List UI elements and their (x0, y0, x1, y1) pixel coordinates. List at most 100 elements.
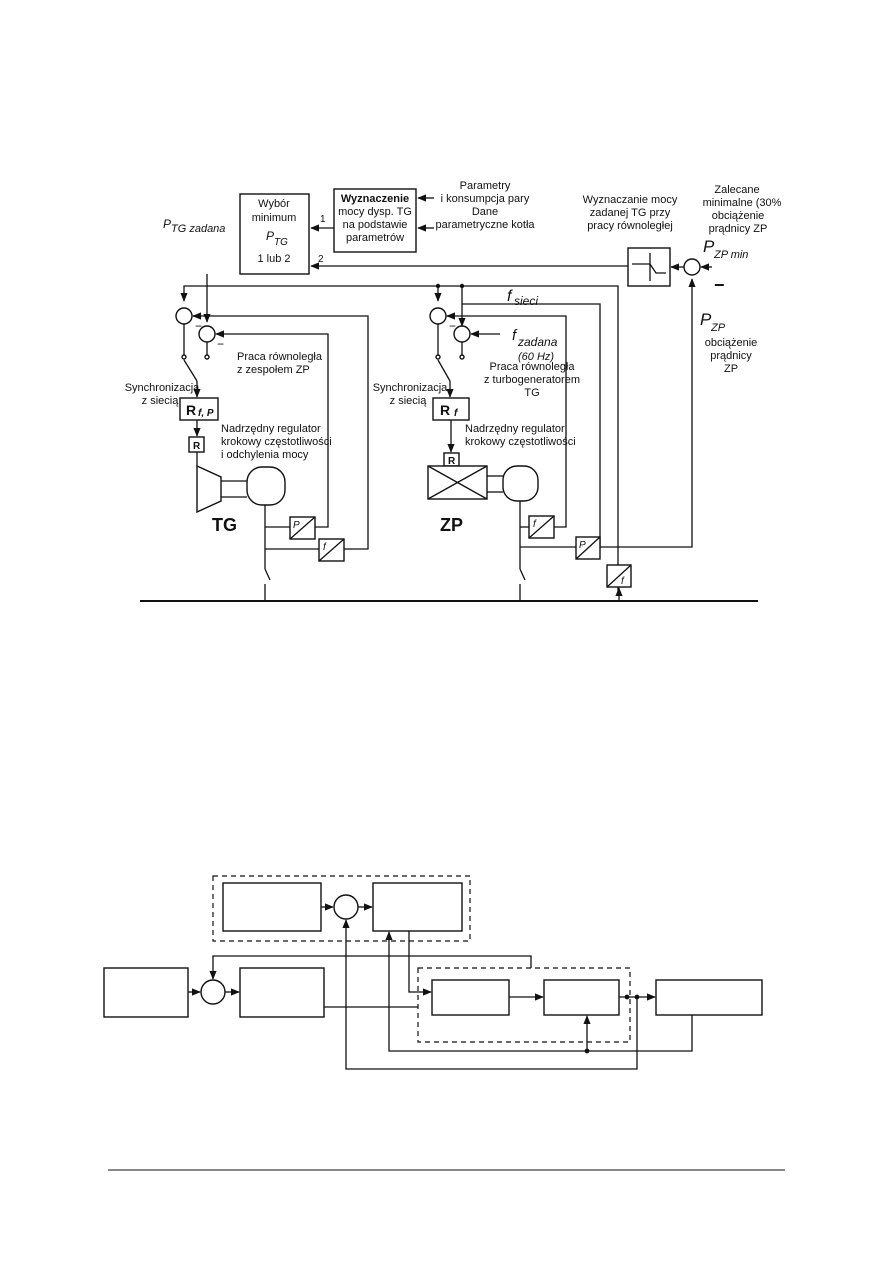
tg-switch-blade (183, 359, 198, 382)
block-min-text-4: 1 lub 2 (257, 253, 290, 265)
control-scheme-diagram: Wybór minimum P TG 1 lub 2 Wyznaczenie m… (125, 180, 782, 602)
tg-regulator-block (179, 397, 219, 421)
ptg-zadana-sub: TG zadana (171, 223, 225, 235)
f-sieci-sub: sieci (514, 294, 538, 308)
f-zadana-hz: (60 Hz) (518, 351, 554, 363)
feedback-to-top-right (385, 931, 693, 1052)
node-f-sieci-1 (435, 283, 441, 289)
zp-engine-icon (427, 465, 488, 500)
tg-p-feedback (215, 330, 329, 528)
pzp-label-2: prądnicy (710, 350, 752, 362)
zp-p-feedback (462, 303, 601, 547)
zp-breaker (519, 568, 526, 581)
tg-frequency-transducer: f (318, 538, 345, 562)
tg-label: TG (212, 515, 237, 535)
ptg-zadana-main: P (163, 217, 171, 231)
pzp-summing-junction (683, 258, 701, 276)
pzp-label-3: ZP (724, 363, 738, 375)
block-top-right (372, 882, 463, 932)
bus-frequency-transducer: f (606, 564, 632, 588)
block-left (103, 967, 189, 1018)
pzp-main: P (700, 310, 712, 329)
top-right-to-inner1 (408, 931, 432, 996)
sup-zp-2: krokowy częstotliwości (465, 436, 576, 448)
sup-tg-2: krokowy częstotliwości (221, 436, 332, 448)
input-1-label: 1 (320, 214, 326, 225)
zp-p-transducer-label: P (579, 540, 586, 551)
tg-sum-2-minus: − (217, 337, 224, 351)
sync-tg-1: Synchronizacja (125, 382, 200, 394)
block-inner-2 (543, 979, 620, 1016)
tg-breaker (264, 568, 271, 581)
params-line-4: parametryczne kotła (435, 219, 535, 231)
sup-tg-3: i odchylenia mocy (221, 449, 309, 461)
tg-turbine-icon (196, 464, 222, 514)
parallel-tg-1: Praca równoległa (237, 351, 323, 363)
calc-line-2: zadanej TG przy (590, 207, 671, 219)
tg-reg-r: R (186, 402, 196, 418)
parameters-label: Parametry i konsumpcja pary Dane paramet… (435, 180, 535, 231)
sync-zp-1: Synchronizacja (373, 382, 448, 394)
parallel-zp-1: Praca równoległa (490, 361, 576, 373)
zp-f-transducer-label: f (533, 519, 537, 530)
f-sieci-line (180, 285, 619, 596)
block-disp-text-1: Wyznaczenie (341, 193, 409, 205)
params-line-1: Parametry (460, 180, 511, 192)
block-min-text-1: Wybór (258, 198, 290, 210)
tg-switch-contact-1 (181, 354, 187, 360)
tg-sum-1-minus: − (195, 319, 202, 333)
tg-f-transducer-label: f (323, 542, 327, 553)
block-min-p-sub: TG (274, 237, 288, 248)
zp-sum-1-minus: − (449, 319, 456, 333)
block-min-text-2: minimum (252, 212, 297, 224)
zp-switch-contact-1 (435, 354, 441, 360)
input-2-label: 2 (318, 254, 324, 265)
tg-actuator-r: R (193, 441, 201, 452)
sync-zp-2: z siecią (390, 395, 428, 407)
tg-p-transducer-label: P (293, 520, 300, 531)
calc-line-1: Wyznaczanie mocy (583, 194, 678, 206)
f-zadana-sub: zadana (517, 335, 558, 349)
zp-actuator-r: R (448, 456, 456, 467)
block-available-power: Wyznaczenie mocy dysp. TG na podstawie p… (333, 188, 417, 253)
zp-reg-r: R (440, 402, 450, 418)
calc-line-3: pracy równoległej (587, 220, 673, 232)
block-disp-text-2: mocy dysp. TG (338, 206, 412, 218)
pzp-min-main: P (703, 237, 715, 256)
tg-switch-contact-2 (204, 354, 210, 360)
tg-sum-1 (175, 307, 193, 325)
zp-regulator-block (432, 397, 470, 421)
sup-tg-1: Nadrzędny regulator (221, 423, 321, 435)
pzp-sub: ZP (710, 322, 726, 334)
block-diagram-2 (103, 875, 763, 1070)
block-inner-1 (431, 979, 510, 1016)
zp-switch-blade (437, 359, 451, 382)
dashed-group-top (212, 875, 471, 942)
block-right (655, 979, 763, 1016)
params-line-2: i konsumpcja pary (441, 193, 530, 205)
middle-summing-junction (200, 979, 226, 1005)
parallel-zp-2: z turbogeneratorem (484, 374, 580, 386)
dashed-group-middle (417, 967, 631, 1043)
rec-line-4: prądnicy ZP (709, 223, 768, 235)
block-disp-text-3: na podstawie (343, 219, 408, 231)
block-disp-text-4: parametrów (346, 232, 404, 244)
zp-f-feedback (446, 312, 567, 528)
zp-frequency-transducer: f (528, 515, 555, 539)
feedback-to-top-sum (342, 919, 638, 1070)
top-summing-junction (333, 894, 359, 920)
parallel-power-calc-label: Wyznaczanie mocy zadanej TG przy pracy r… (583, 194, 678, 232)
parallel-zp-3: TG (524, 387, 539, 399)
zp-power-transducer: P (575, 536, 601, 560)
recommended-min-load-label: Zalecane minimalne (30% obciążenie prądn… (703, 184, 782, 235)
block-min-p: P (266, 229, 274, 243)
feedback-to-middle-sum (209, 955, 532, 980)
characteristic-block (627, 247, 671, 287)
tg-f-feedback (192, 312, 369, 550)
zp-switch-contact-2 (459, 354, 465, 360)
tg-generator-icon (246, 466, 286, 506)
zp-sum-2 (453, 325, 471, 343)
sync-tg-2: z siecią (142, 395, 180, 407)
zp-label: ZP (440, 515, 463, 535)
